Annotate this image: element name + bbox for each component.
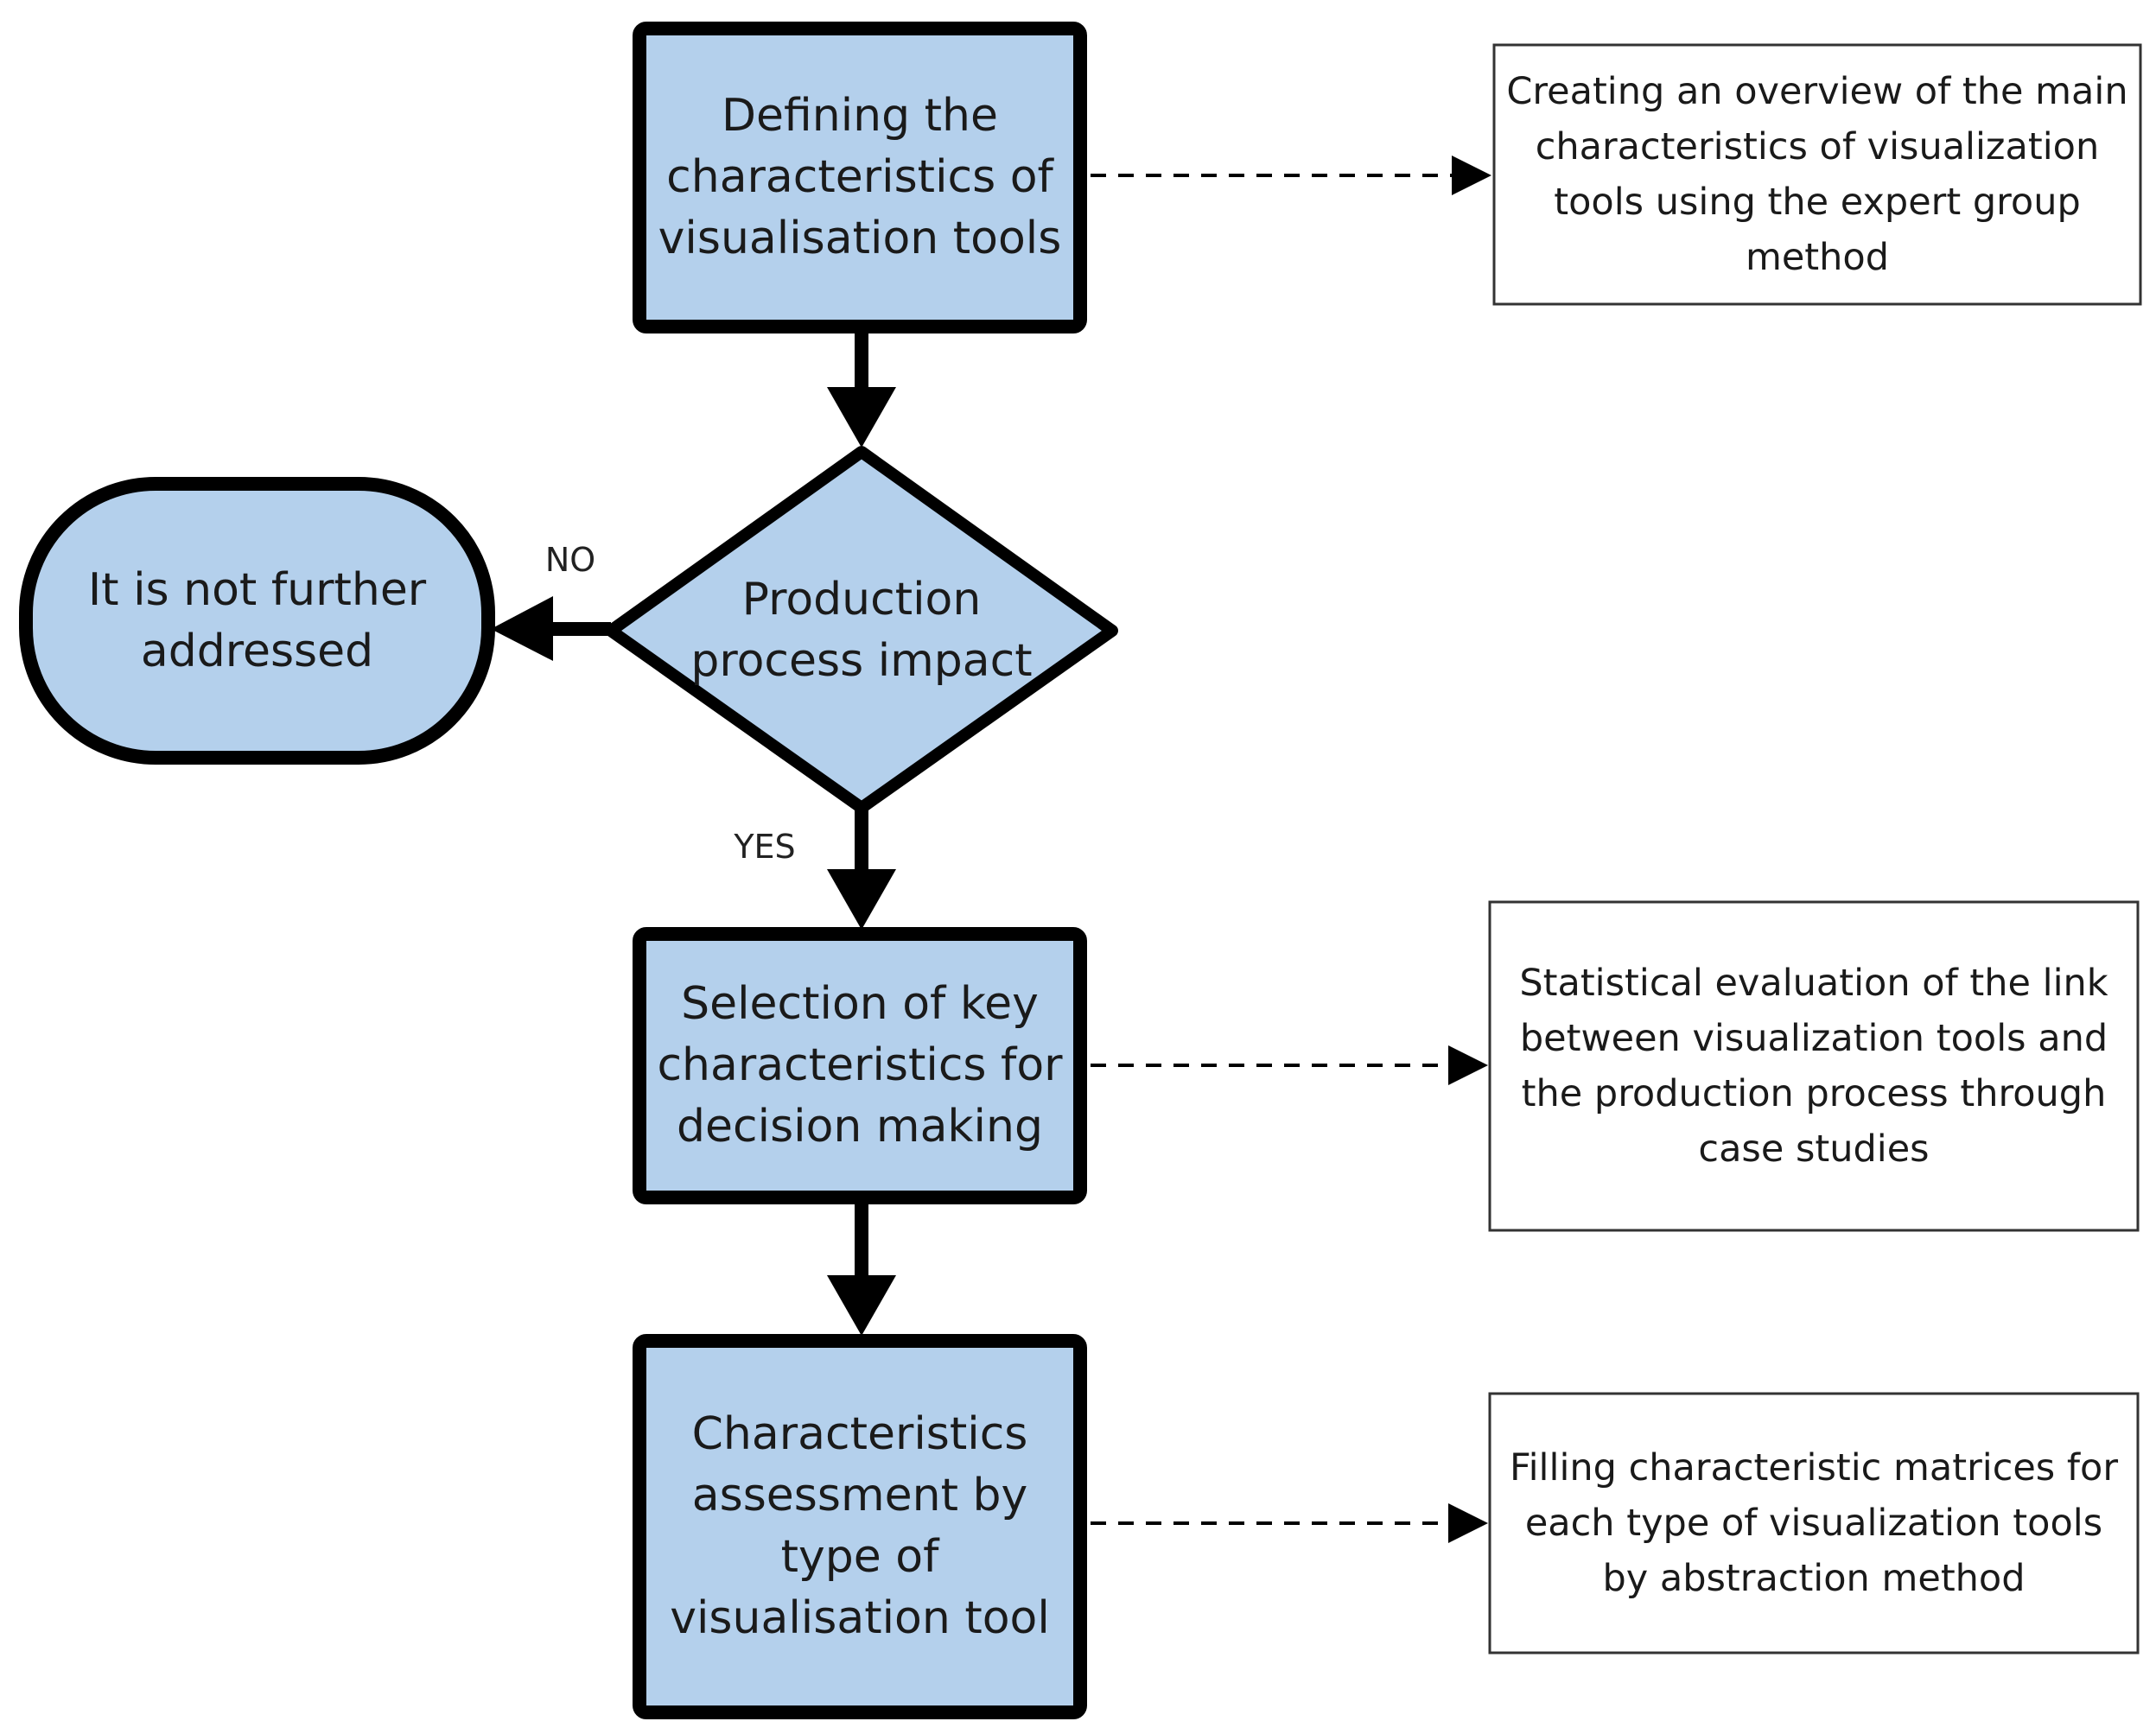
- note1-label: Creating an overview of the main charact…: [1506, 70, 2128, 279]
- terminal-shape: [19, 477, 495, 765]
- note3-label: Filling characteristic matrices for each…: [1510, 1446, 2118, 1600]
- step2-label: Selection of key characteristics for dec…: [657, 978, 1063, 1153]
- note2-box: [1488, 900, 2140, 1232]
- dashed-arrowhead-note3: [1448, 1503, 1488, 1543]
- dashed-arrowhead-note2: [1448, 1045, 1488, 1085]
- decision-label: Production process impact: [690, 574, 1033, 687]
- arrowhead-step1-to-decision: [827, 387, 896, 448]
- step3-label: Characteristics assessment by type of vi…: [670, 1408, 1050, 1644]
- arrowhead-decision-to-step2: [827, 869, 896, 930]
- note3-box: [1488, 1392, 2140, 1655]
- dashed-arrowhead-note1: [1452, 156, 1491, 195]
- step3-box: [633, 1334, 1087, 1719]
- branch-label-yes: YES: [734, 828, 796, 866]
- step1-label: Defining the characteristics of visualis…: [658, 90, 1062, 264]
- arrowhead-step2-to-step3: [827, 1275, 896, 1336]
- arrowhead-decision-to-terminal: [491, 596, 553, 661]
- note2-label: Statistical evaluation of the link betwe…: [1519, 962, 2108, 1171]
- branch-label-no: NO: [544, 541, 596, 579]
- note1-box: [1492, 43, 2142, 306]
- terminal-label: It is not further addressed: [87, 563, 427, 677]
